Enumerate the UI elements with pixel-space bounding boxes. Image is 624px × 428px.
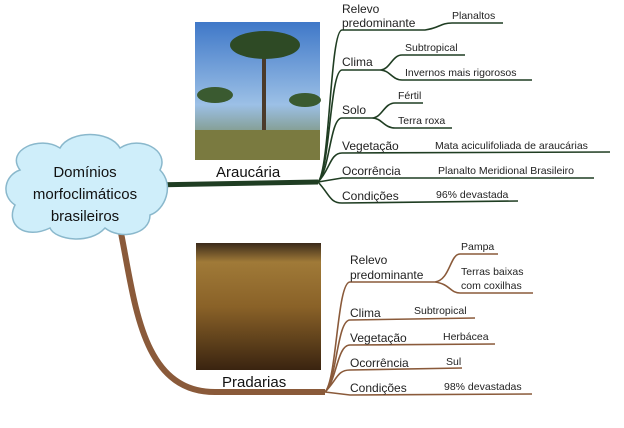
a-clima-value-1: Subtropical	[405, 42, 458, 54]
a-ocorrencia: Ocorrência	[342, 164, 401, 178]
a-relevo-1: Relevo	[342, 2, 380, 16]
pradarias-title[interactable]: Pradarias	[222, 374, 286, 391]
center-line-3: brasileiros	[51, 208, 119, 225]
pradarias-photo	[196, 243, 321, 370]
a-clima: Clima	[342, 55, 373, 69]
central-topic[interactable]: Domínios morfoclimáticos brasileiros	[5, 133, 169, 240]
p-relevo-2: predominante	[350, 268, 424, 282]
p-condicoes-value: 98% devastadas	[444, 381, 522, 393]
a-solo-value-2: Terra roxa	[398, 115, 445, 127]
p-relevo-value-2a: Terras baixas	[461, 266, 523, 278]
p-relevo-value-2b: com coxilhas	[461, 280, 522, 292]
pradarias-labels: Relevo predominante Pampa Terras baixas …	[350, 241, 523, 395]
araucaria-branch	[149, 179, 319, 188]
a-condicoes-value: 96% devastada	[436, 189, 509, 201]
a-vegetacao-value: Mata aciculifoliada de araucárias	[435, 140, 588, 152]
pradarias-branch	[117, 227, 325, 395]
center-line-2: morfoclimáticos	[33, 186, 137, 203]
p-ocorrencia: Ocorrência	[350, 356, 409, 370]
araucaria-connectors	[317, 22, 611, 204]
p-relevo-value-1: Pampa	[461, 241, 494, 253]
a-condicoes: Condições	[342, 189, 399, 203]
p-vegetacao-value: Herbácea	[443, 331, 489, 343]
a-solo-value-1: Fértil	[398, 90, 421, 102]
p-condicoes: Condições	[350, 381, 407, 395]
a-solo: Solo	[342, 103, 366, 117]
a-clima-value-2: Invernos mais rigorosos	[405, 67, 516, 79]
araucaria-photo	[195, 22, 321, 160]
center-line-1: Domínios	[53, 164, 116, 181]
a-relevo-2: predominante	[342, 16, 416, 30]
araucaria-title[interactable]: Araucária	[216, 164, 281, 181]
p-clima-value: Subtropical	[414, 305, 467, 317]
pradarias-connectors	[324, 253, 533, 396]
a-ocorrencia-value: Planalto Meridional Brasileiro	[438, 165, 574, 177]
p-ocorrencia-value: Sul	[446, 356, 461, 368]
p-vegetacao: Vegetação	[350, 331, 407, 345]
p-clima: Clima	[350, 306, 381, 320]
a-vegetacao: Vegetação	[342, 139, 399, 153]
araucaria-labels: Relevo predominante Planaltos Clima Subt…	[342, 2, 588, 203]
p-relevo-1: Relevo	[350, 253, 388, 267]
a-relevo-value: Planaltos	[452, 10, 495, 22]
